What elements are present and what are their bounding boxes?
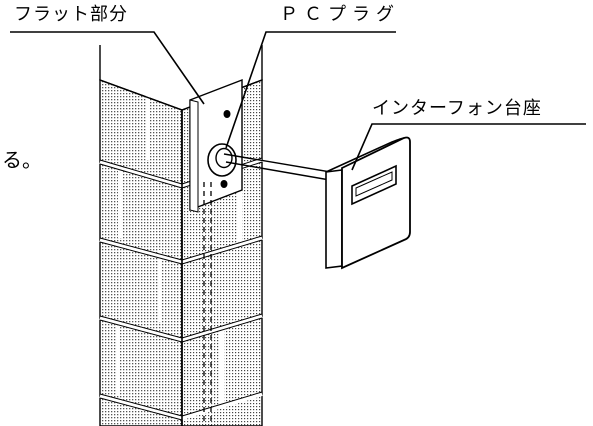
leader-lines (10, 31, 586, 171)
intercom-base (325, 136, 411, 270)
label-intercom-base: インターフォン台座 (372, 98, 542, 119)
conduit-dashed (203, 182, 212, 426)
cut-off-text: る。 (2, 148, 42, 172)
leader-intercom (351, 123, 586, 171)
leader-flat-part (10, 31, 205, 105)
left-face-joints (99, 90, 183, 420)
pc-plug (207, 143, 237, 177)
leader-pc-plug (225, 31, 396, 149)
label-flat-part: フラット部分 (14, 4, 128, 25)
label-pc-plug: ＰＣプラグ (280, 4, 400, 25)
screw-hole-top (223, 110, 231, 118)
screw-hole-bottom (220, 180, 228, 188)
